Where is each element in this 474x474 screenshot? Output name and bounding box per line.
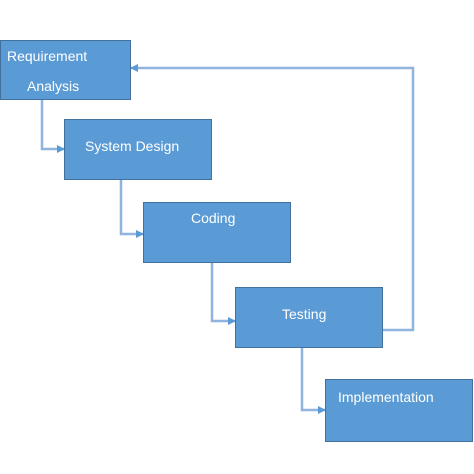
implementation-box: Implementation: [325, 379, 473, 442]
requirement-analysis-label-line2: Analysis: [27, 78, 80, 94]
requirement-analysis-label-line1: Requirement: [7, 48, 88, 64]
coding-box: Coding: [143, 202, 291, 263]
testing-label: Testing: [282, 306, 327, 322]
arrow-requirement-to-design: [40, 100, 65, 153]
coding-label: Coding: [191, 210, 236, 226]
arrow-feedback-testing-to-requirement: [130, 64, 415, 332]
arrow-coding-to-testing: [210, 263, 236, 325]
system-design-label: System Design: [85, 138, 180, 154]
arrow-testing-to-implementation: [300, 348, 326, 414]
requirement-analysis-box: Requirement Analysis: [0, 40, 131, 100]
arrow-design-to-coding: [119, 180, 144, 238]
testing-box: Testing: [235, 287, 383, 348]
system-design-box: System Design: [64, 119, 212, 180]
implementation-label: Implementation: [338, 389, 434, 405]
